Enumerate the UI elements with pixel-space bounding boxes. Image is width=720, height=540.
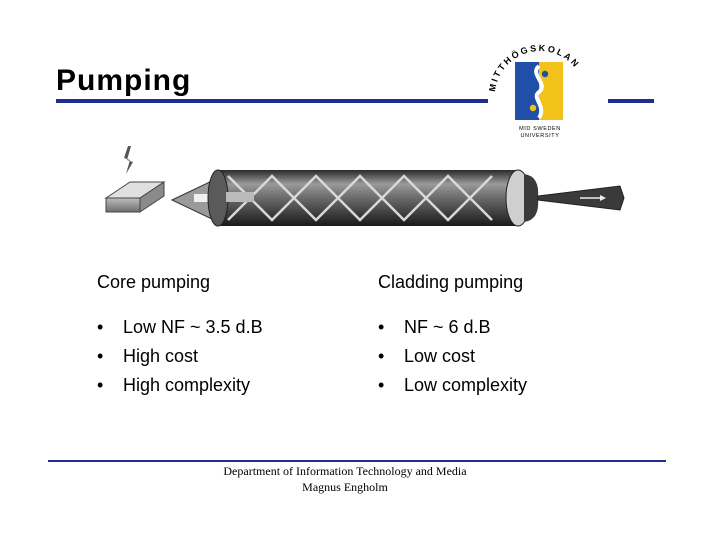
light-rays	[227, 174, 493, 222]
cladding-pumping-list: •NF ~ 6 d.B •Low cost •Low complexity	[378, 313, 527, 400]
footer-department: Department of Information Technology and…	[223, 464, 467, 478]
title-underline	[56, 99, 488, 103]
logo-caption-1: MID SWEDEN	[519, 126, 561, 132]
bullet-icon: •	[97, 317, 104, 337]
list-item: •Low cost	[378, 342, 527, 371]
footer-divider	[48, 460, 666, 462]
footer-author: Magnus Engholm	[302, 480, 388, 494]
list-item: •Low NF ~ 3.5 d.B	[97, 313, 263, 342]
logo-caption-2: UNIVERSITY	[520, 133, 559, 139]
bullet-icon: •	[378, 317, 385, 337]
university-logo: MITTHÖGSKOLAN MID SWEDEN UNIVERSITY	[487, 44, 580, 139]
fiber-pumping-illustration	[104, 146, 625, 227]
bullet-icon: •	[97, 375, 104, 395]
list-item: •Low complexity	[378, 371, 527, 400]
title-underline-right	[608, 99, 654, 103]
page-title: Pumping	[56, 64, 192, 97]
core-pumping-heading: Core pumping	[97, 272, 211, 292]
bullet-icon: •	[378, 346, 385, 366]
cladding-pumping-heading: Cladding pumping	[378, 272, 524, 292]
list-item: •High complexity	[97, 371, 263, 400]
bullet-icon: •	[97, 346, 104, 366]
list-item: •NF ~ 6 d.B	[378, 313, 527, 342]
lightning-icon	[124, 146, 133, 174]
fiber-cladding	[218, 170, 518, 226]
core-pumping-list: •Low NF ~ 3.5 d.B •High cost •High compl…	[97, 313, 263, 400]
list-item: •High cost	[97, 342, 263, 371]
bullet-icon: •	[378, 375, 385, 395]
